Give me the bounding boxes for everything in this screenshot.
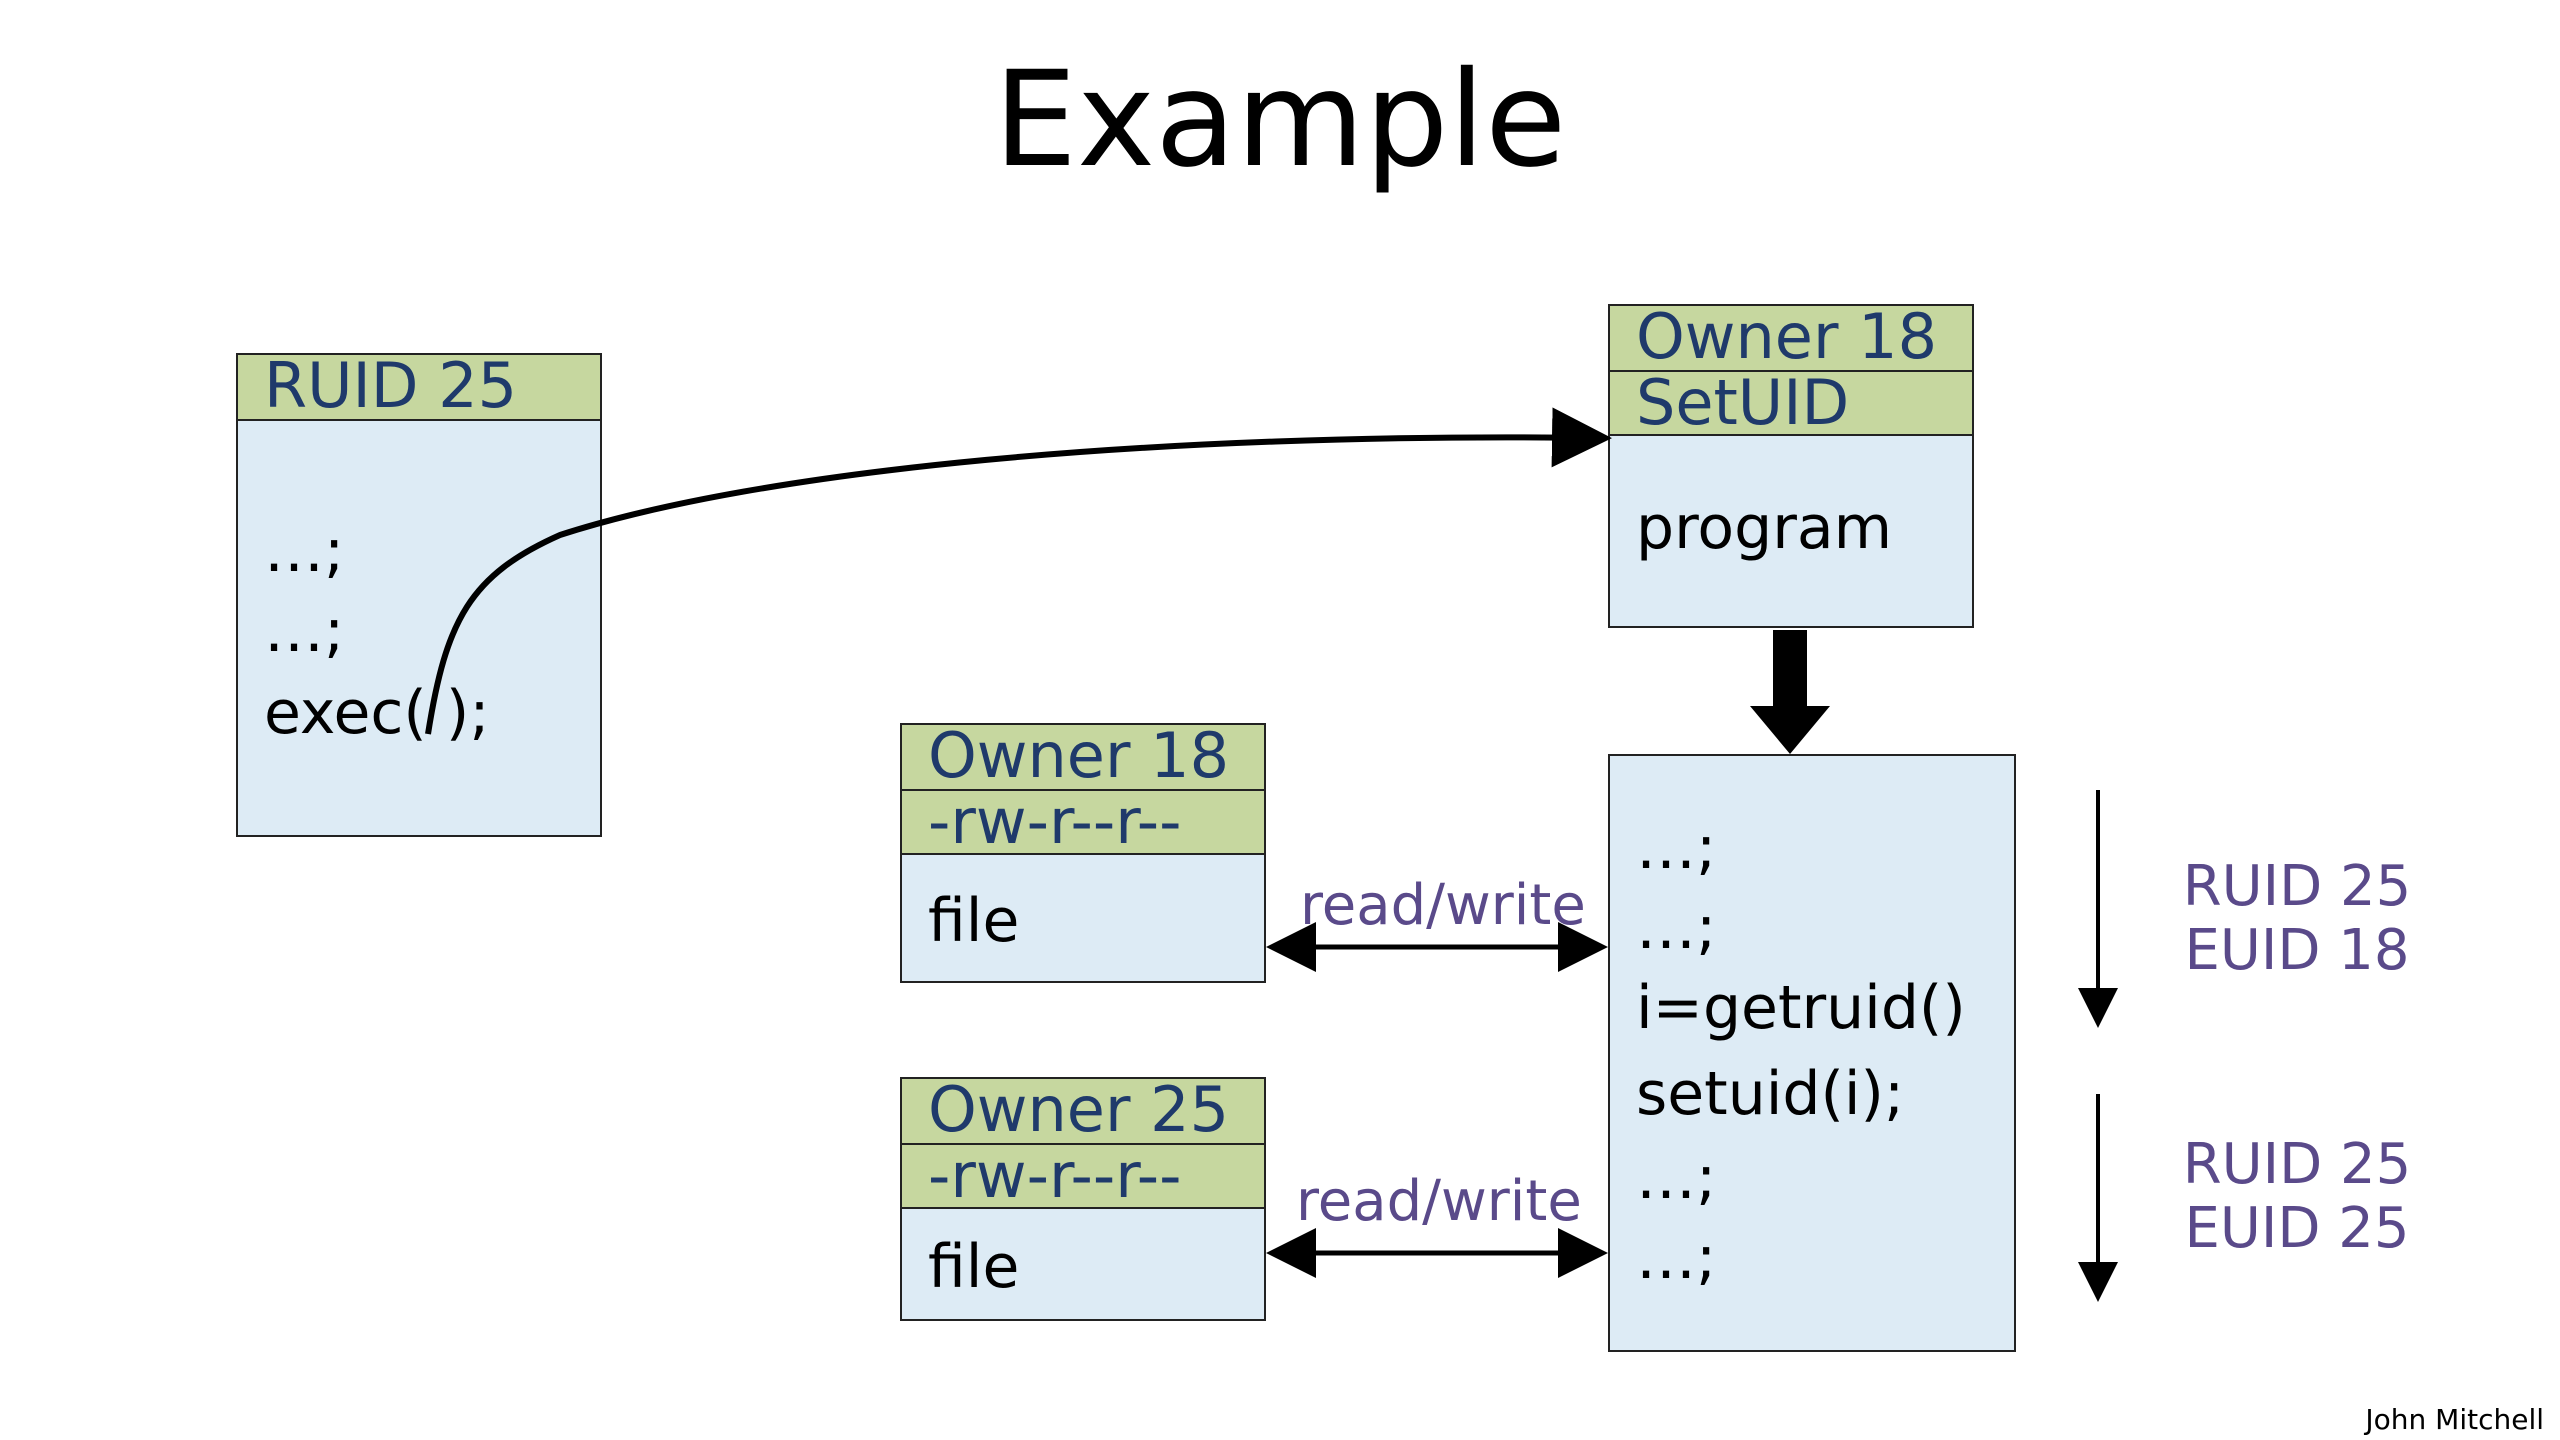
process-line-6: …; <box>1636 1223 1717 1293</box>
caller-line-3: exec( ); <box>264 678 490 748</box>
exec-arrow <box>425 407 1612 735</box>
file1-body: file <box>902 855 1264 981</box>
file2-edge-label: read/write <box>1296 1169 1582 1234</box>
process-line-2: …; <box>1636 893 1717 963</box>
process-line-5: …; <box>1636 1143 1717 1213</box>
file1-owner-header: Owner 18 <box>902 725 1264 791</box>
state1-euid: EUID 18 <box>2184 918 2410 983</box>
program-body: program <box>1610 436 1972 626</box>
file2-label: file <box>928 1232 1020 1302</box>
program-box: Owner 18 SetUID program <box>1608 304 1974 628</box>
state2-euid: EUID 25 <box>2184 1196 2410 1261</box>
program-label: program <box>1636 493 1893 563</box>
file1-perm-header: -rw-r--r-- <box>902 791 1264 855</box>
process-line-1: …; <box>1636 813 1717 883</box>
program-owner-header: Owner 18 <box>1610 306 1972 372</box>
process-line-3: i=getruid() <box>1636 973 1966 1043</box>
process-line-4: setuid(i); <box>1636 1059 1905 1129</box>
state1-ruid: RUID 25 <box>2182 854 2412 919</box>
author-credit: John Mitchell <box>2365 1403 2544 1436</box>
slide-title: Example <box>993 43 1567 197</box>
program-setuid-header: SetUID <box>1610 372 1972 436</box>
state2-ruid: RUID 25 <box>2182 1132 2412 1197</box>
file2-box: Owner 25 -rw-r--r-- file <box>900 1077 1266 1321</box>
caller-header: RUID 25 <box>238 355 600 421</box>
load-arrow <box>1750 630 1830 754</box>
file1-box: Owner 18 -rw-r--r-- file <box>900 723 1266 983</box>
caller-box: RUID 25 …; …; exec( ); <box>236 353 602 837</box>
file2-perm-header: -rw-r--r-- <box>902 1145 1264 1209</box>
file2-body: file <box>902 1209 1264 1319</box>
caller-line-1: …; <box>264 516 345 586</box>
process-box: …; …; i=getruid() setuid(i); …; …; <box>1608 754 2016 1352</box>
caller-body: …; …; exec( ); <box>238 421 600 835</box>
caller-line-2: …; <box>264 596 345 666</box>
file2-owner-header: Owner 25 <box>902 1079 1264 1145</box>
file1-label: file <box>928 886 1020 956</box>
